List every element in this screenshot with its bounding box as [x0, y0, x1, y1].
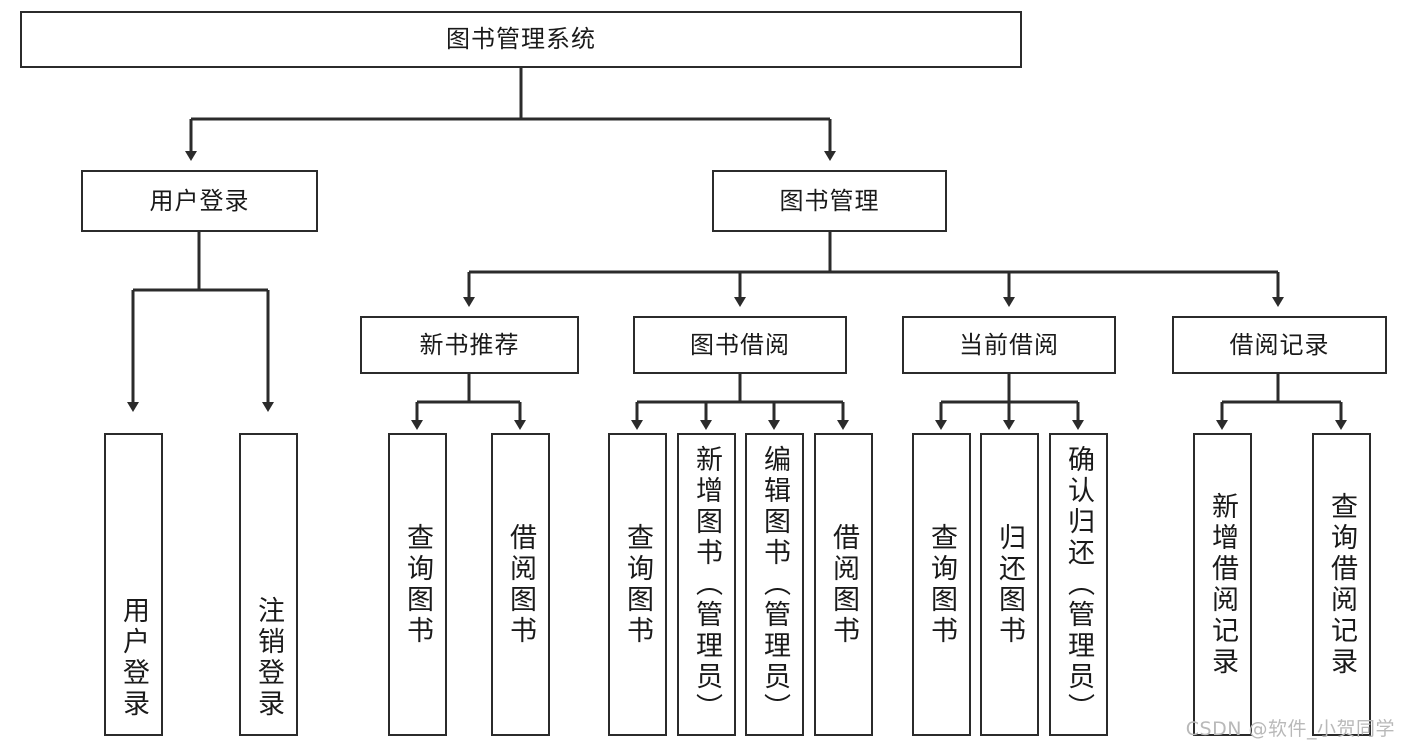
leaf-borrow-query-book[interactable]: 查询图书: [608, 433, 667, 736]
leaf-user-login-label: 用户登录: [118, 596, 149, 720]
csdn-watermark: CSDN @软件_小贺同学: [1185, 718, 1395, 740]
leaf-current-return-book[interactable]: 归还图书: [980, 433, 1039, 736]
leaf-borrow-borrow-book[interactable]: 借阅图书: [814, 433, 873, 736]
leaf-recommend-query-book[interactable]: 查询图书: [388, 433, 447, 736]
leaf-logout[interactable]: 注销登录: [239, 433, 298, 736]
leaf-borrow-add-book-label: 新增图书（管理员）: [691, 445, 722, 724]
leaf-borrow-borrow-book-label: 借阅图书: [828, 522, 859, 647]
node-book-management-label: 图书管理: [779, 186, 880, 215]
leaf-borrow-edit-book-label: 编辑图书（管理员）: [759, 445, 790, 724]
node-borrow-record[interactable]: 借阅记录: [1172, 316, 1387, 374]
node-root-label: 图书管理系统: [446, 25, 596, 54]
leaf-logout-label: 注销登录: [253, 596, 284, 720]
leaf-recommend-query-book-label: 查询图书: [402, 522, 433, 647]
leaf-current-confirm-return[interactable]: 确认归还（管理员）: [1049, 433, 1108, 736]
leaf-current-query-book-label: 查询图书: [926, 522, 957, 647]
leaf-current-confirm-return-label: 确认归还（管理员）: [1063, 445, 1094, 724]
leaf-current-query-book[interactable]: 查询图书: [912, 433, 971, 736]
leaf-record-query-record[interactable]: 查询借阅记录: [1312, 433, 1371, 736]
node-new-book-recommend-label: 新书推荐: [419, 330, 520, 359]
leaf-borrow-edit-book[interactable]: 编辑图书（管理员）: [745, 433, 804, 736]
leaf-user-login[interactable]: 用户登录: [104, 433, 163, 736]
node-book-borrow[interactable]: 图书借阅: [633, 316, 847, 374]
leaf-borrow-add-book[interactable]: 新增图书（管理员）: [677, 433, 736, 736]
leaf-recommend-borrow-book[interactable]: 借阅图书: [491, 433, 550, 736]
leaf-recommend-borrow-book-label: 借阅图书: [505, 522, 536, 647]
node-borrow-record-label: 借阅记录: [1229, 330, 1330, 359]
leaf-borrow-query-book-label: 查询图书: [622, 522, 653, 647]
leaf-record-add-record-label: 新增借阅记录: [1207, 491, 1238, 678]
node-book-management[interactable]: 图书管理: [712, 170, 947, 232]
node-user-login-label: 用户登录: [149, 186, 250, 215]
node-current-borrow[interactable]: 当前借阅: [902, 316, 1116, 374]
node-current-borrow-label: 当前借阅: [959, 330, 1059, 359]
node-user-login[interactable]: 用户登录: [81, 170, 318, 232]
leaf-current-return-book-label: 归还图书: [994, 522, 1025, 647]
node-new-book-recommend[interactable]: 新书推荐: [360, 316, 579, 374]
node-book-borrow-label: 图书借阅: [690, 330, 790, 359]
node-root[interactable]: 图书管理系统: [20, 11, 1022, 68]
leaf-record-add-record[interactable]: 新增借阅记录: [1193, 433, 1252, 736]
leaf-record-query-record-label: 查询借阅记录: [1326, 491, 1357, 678]
